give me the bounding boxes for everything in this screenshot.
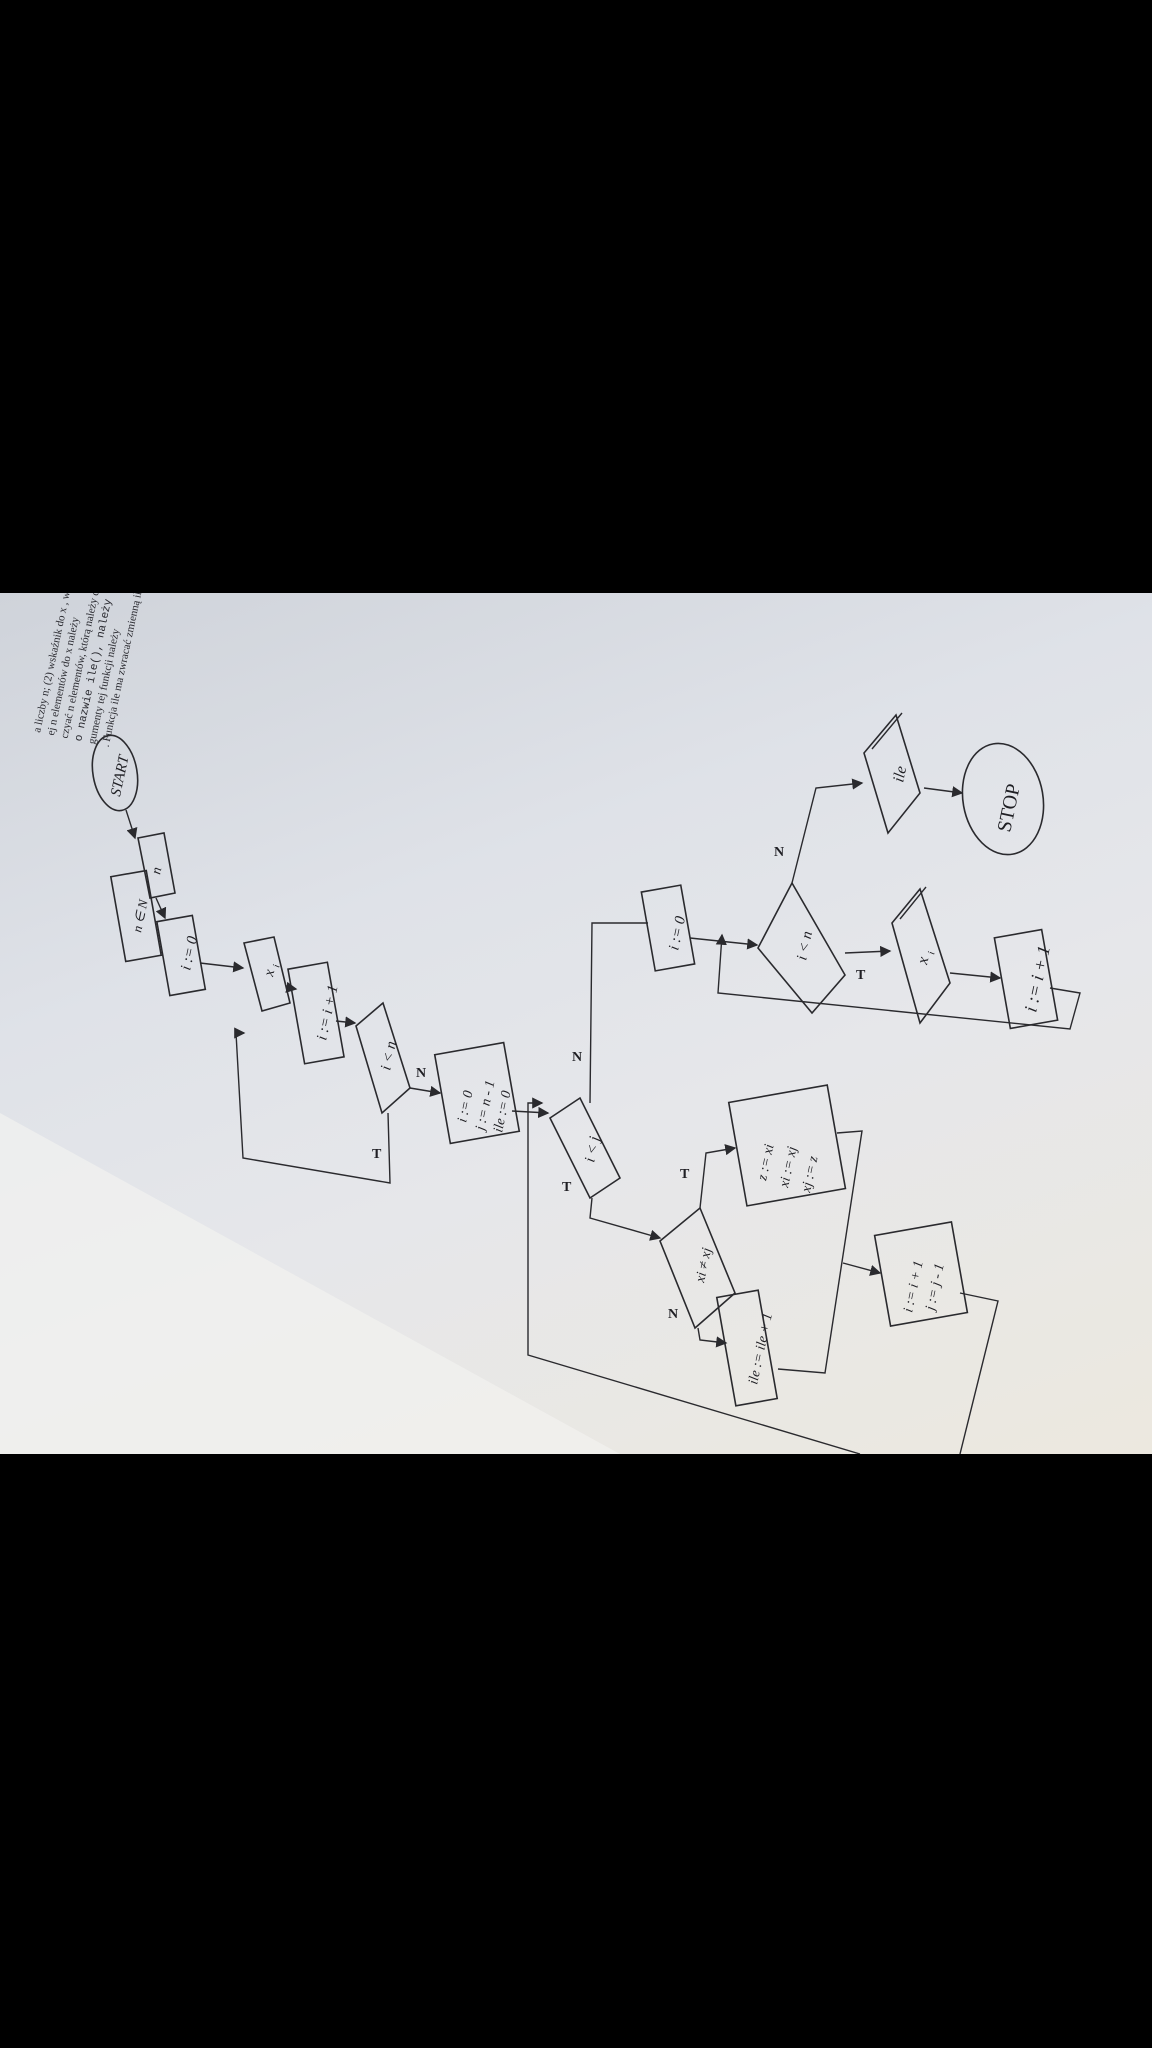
svg-text:x: x xyxy=(914,955,932,966)
svg-text:x: x xyxy=(261,968,278,979)
svg-text:n ∈ N: n ∈ N xyxy=(129,897,151,934)
stop-terminal: STOP xyxy=(961,742,1045,856)
branch-n-label: N xyxy=(668,1307,678,1322)
svg-text:START: START xyxy=(108,752,133,797)
branch-n-label: N xyxy=(774,845,784,860)
increment-ile: ile := ile + 1 xyxy=(715,1289,779,1407)
svg-text:i := 0: i := 0 xyxy=(666,914,689,951)
input-n-parallelogram: n xyxy=(137,832,176,899)
decision-xi-ne-xj: xi ≠ xj xyxy=(659,1206,736,1330)
svg-text:ile := ile + 1: ile := ile + 1 xyxy=(746,1312,776,1386)
assign-i-0-second: i := 0 xyxy=(640,884,696,972)
assign-i-inc-1: i := i + 1 xyxy=(287,961,345,1065)
branch-t-label: T xyxy=(680,1167,690,1182)
svg-text:j := j - 1: j := j - 1 xyxy=(923,1262,948,1314)
branch-t-label: T xyxy=(562,1180,572,1195)
svg-text:z := xi: z := xi xyxy=(755,1143,778,1183)
svg-text:i := i + 1: i := i + 1 xyxy=(1020,944,1054,1014)
output-ile-parallelogram: ile xyxy=(863,712,921,835)
svg-text:i < n: i < n xyxy=(378,1040,400,1072)
svg-text:i < j: i < j xyxy=(582,1135,603,1164)
svg-text:STOP: STOP xyxy=(993,782,1025,834)
flowchart-diagram: a liczby n; (2) wskaźnik do x , wywo... … xyxy=(0,593,1081,1454)
svg-text:xj := z: xj := z xyxy=(799,1154,822,1194)
svg-text:xi := xj: xi := xj xyxy=(777,1145,800,1190)
svg-text:ile: ile xyxy=(890,765,910,784)
input-xi-parallelogram: x i xyxy=(243,936,291,1012)
assign-i-0: i := 0 xyxy=(155,914,207,997)
decision-i-lt-n-2: i < n xyxy=(757,881,846,1015)
photo-of-printed-flowchart: a liczby n; (2) wskaźnik do x , wywo... … xyxy=(0,593,1152,1454)
assign-i-j-ile: i := 0 j := n - 1 ile := 0 xyxy=(433,1041,521,1145)
page-text-block: a liczby n; (2) wskaźnik do x , wywo... … xyxy=(31,593,153,748)
svg-text:i: i xyxy=(271,963,282,968)
branch-n-label: N xyxy=(416,1066,426,1081)
svg-text:n: n xyxy=(149,866,165,876)
svg-text:i := 0: i := 0 xyxy=(178,934,201,971)
svg-text:xi ≠ xj: xi ≠ xj xyxy=(693,1246,715,1284)
output-xi-parallelogram: x i xyxy=(891,886,951,1025)
swap-block: z := xi xi := xj xj := z xyxy=(727,1084,847,1207)
branch-t-label: T xyxy=(856,968,866,983)
branch-n-label: N xyxy=(572,1050,582,1065)
paper-fold-highlight xyxy=(0,1113,620,1454)
svg-text:i < n: i < n xyxy=(794,930,816,962)
assign-i-inc-2: i := i + 1 xyxy=(993,928,1059,1030)
svg-text:i := i + 1: i := i + 1 xyxy=(314,984,341,1042)
decision-i-lt-j: i < j xyxy=(548,1096,622,1200)
decision-i-lt-n-1: i < n xyxy=(355,1001,411,1115)
increment-i-decrement-j: i := i + 1 j := j - 1 xyxy=(873,1220,969,1328)
svg-text:i: i xyxy=(926,950,937,955)
domain-note: n ∈ N xyxy=(109,869,163,963)
branch-t-label: T xyxy=(372,1147,382,1162)
svg-text:i := 0: i := 0 xyxy=(455,1089,476,1123)
